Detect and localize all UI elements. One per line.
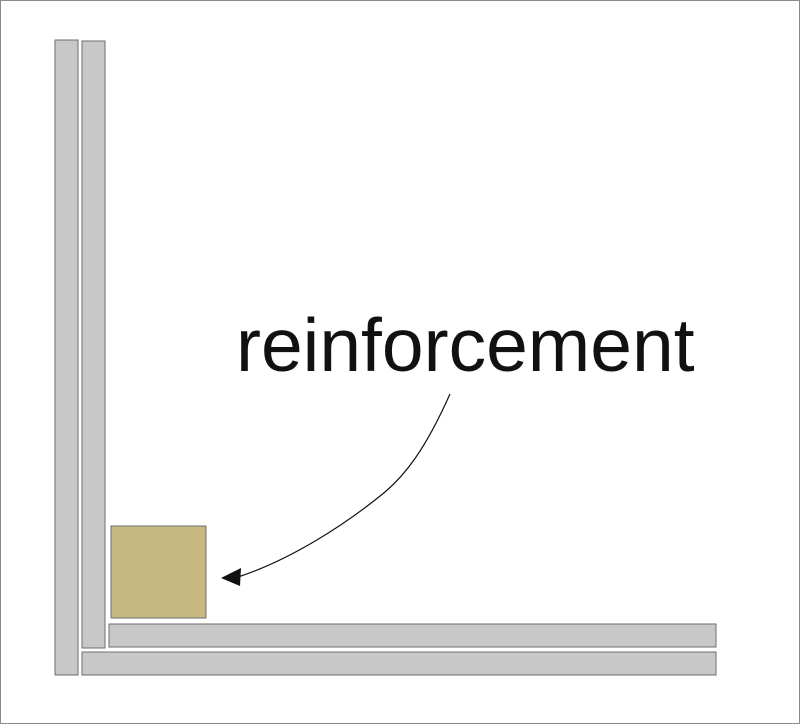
horizontal-board-outer	[81, 651, 717, 676]
horizontal-board-inner	[108, 623, 717, 648]
vertical-board-inner	[81, 40, 106, 649]
reinforcement-block	[110, 525, 207, 619]
leader-arrow-head	[221, 568, 241, 586]
vertical-board-outer	[54, 39, 79, 676]
leader-arrow-line	[237, 393, 451, 578]
reinforcement-label: reinforcement	[236, 303, 695, 387]
